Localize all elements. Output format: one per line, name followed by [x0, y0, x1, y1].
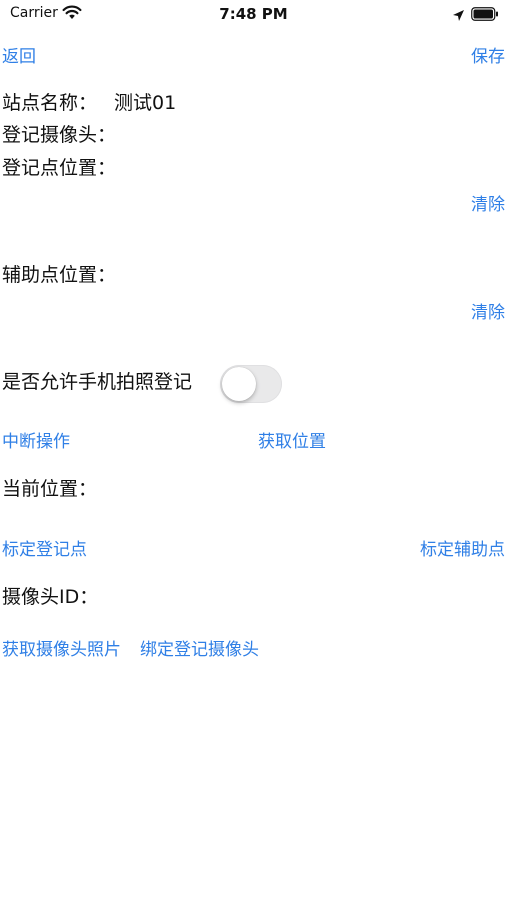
aux-point-label: 辅助点位置： — [2, 264, 117, 286]
mark-aux-point-button[interactable]: 标定辅助点 — [420, 540, 505, 560]
status-time: 7:48 PM — [219, 5, 288, 23]
current-location-label: 当前位置： — [2, 478, 98, 500]
status-bar: Carrier 7:48 PM — [0, 0, 507, 28]
allow-photo-toggle[interactable] — [220, 365, 282, 403]
camera-id-label: 摄像头ID： — [2, 586, 99, 608]
get-camera-photo-button[interactable]: 获取摄像头照片 — [2, 640, 121, 660]
wifi-icon — [62, 5, 82, 24]
save-button[interactable]: 保存 — [471, 47, 505, 67]
carrier-label: Carrier — [10, 5, 58, 21]
battery-icon — [471, 6, 499, 25]
clear-aux-point-button[interactable]: 清除 — [471, 303, 505, 323]
back-button[interactable]: 返回 — [2, 47, 36, 67]
register-camera-label: 登记摄像头： — [2, 124, 117, 146]
mark-register-point-button[interactable]: 标定登记点 — [2, 540, 87, 560]
clear-register-point-button[interactable]: 清除 — [471, 195, 505, 215]
register-point-label: 登记点位置： — [2, 157, 117, 179]
allow-photo-label: 是否允许手机拍照登记 — [2, 371, 193, 393]
interrupt-button[interactable]: 中断操作 — [2, 432, 70, 452]
station-name-value: 测试01 — [114, 92, 177, 114]
station-name-label: 站点名称： — [2, 92, 98, 114]
bind-register-camera-button[interactable]: 绑定登记摄像头 — [140, 640, 259, 660]
location-arrow-icon — [452, 7, 465, 26]
toggle-knob — [222, 367, 256, 401]
get-location-button[interactable]: 获取位置 — [258, 432, 326, 452]
